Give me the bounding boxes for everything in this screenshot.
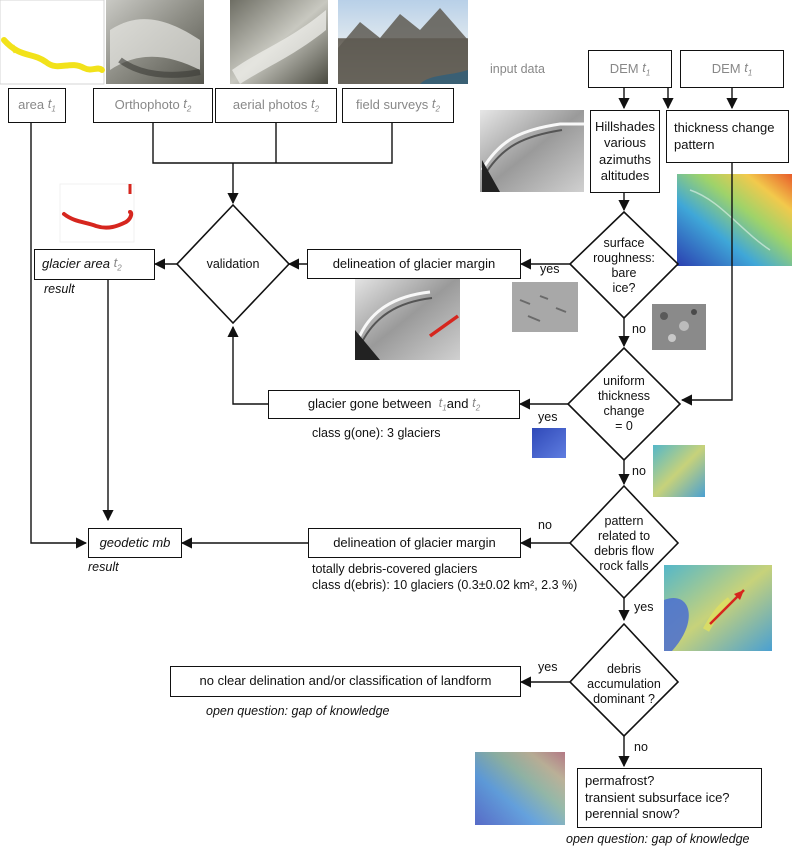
debris-accumulation-label: debris accumulation dominant ? bbox=[587, 662, 661, 706]
rough-surface-texture-thumbnail bbox=[652, 304, 706, 350]
area-box: area t1 bbox=[8, 88, 66, 123]
uniform-thickness-yes-label: yes bbox=[538, 410, 558, 424]
no-clear-delination-box: no clear delination and/or classificatio… bbox=[170, 666, 521, 697]
delineation-margin-box-2: delineation of glacier margin bbox=[308, 528, 521, 558]
thickness-change-map bbox=[677, 174, 792, 266]
validation-diamond bbox=[175, 203, 291, 325]
surface-roughness-no-label: no bbox=[632, 322, 646, 336]
hillshade-red-margin-thumbnail bbox=[355, 276, 460, 360]
debris-pattern-no-label: no bbox=[538, 518, 552, 532]
debris-covered-label: totally debris-covered glaciers class d(… bbox=[312, 562, 578, 592]
glacier-outline-red-thumbnail bbox=[59, 183, 135, 243]
surface-roughness-label: surface roughness: bare ice? bbox=[593, 236, 655, 295]
permafrost-box: permafrost? transient subsurface ice? pe… bbox=[577, 768, 762, 828]
input-data-label: input data bbox=[490, 62, 545, 76]
debris-pattern-diamond bbox=[568, 484, 680, 600]
geodetic-mb-box: geodetic mb bbox=[88, 528, 182, 558]
open-question-label-1: open question: gap of knowledge bbox=[206, 704, 390, 718]
field-surveys-box: field surveys t2 bbox=[342, 88, 454, 123]
debris-flow-map bbox=[664, 565, 772, 651]
aerial-photos-box: aerial photos t2 bbox=[215, 88, 337, 123]
aerial-photo-thumbnail bbox=[230, 0, 328, 84]
uniform-thickness-label: uniform thickness change = 0 bbox=[597, 374, 651, 433]
delineation-margin-box-1: delineation of glacier margin bbox=[307, 249, 521, 279]
field-survey-photo-thumbnail bbox=[338, 0, 468, 84]
gone-glacier-map-thumbnail bbox=[532, 428, 566, 458]
debris-accumulation-diamond bbox=[568, 622, 680, 738]
hillshade-thumbnail bbox=[480, 110, 584, 192]
orthophoto-thumbnail bbox=[106, 0, 204, 84]
uniform-thickness-diamond bbox=[566, 346, 682, 462]
dem-t1-box: DEM t1 bbox=[588, 50, 672, 88]
debris-pattern-label: pattern related to debris flow rock fall… bbox=[594, 514, 654, 573]
subsurface-ice-map bbox=[475, 752, 565, 825]
open-question-label-2: open question: gap of knowledge bbox=[566, 832, 750, 846]
orthophoto-box: Orthophoto t2 bbox=[93, 88, 213, 123]
debris-accumulation-no-label: no bbox=[634, 740, 648, 754]
thickness-change-box: thickness change pattern bbox=[666, 110, 789, 163]
uniform-change-map-thumbnail bbox=[653, 445, 705, 497]
validation-label: validation bbox=[206, 257, 260, 271]
bare-ice-texture-thumbnail bbox=[512, 282, 578, 332]
geodetic-mb-result-label: result bbox=[88, 560, 119, 574]
debris-accumulation-yes-label: yes bbox=[538, 660, 558, 674]
dem-t1-second-box: DEM t1 bbox=[680, 50, 784, 88]
hillshades-box: Hillshades various azimuths altitudes bbox=[590, 110, 660, 193]
area-outline-thumbnail bbox=[0, 0, 105, 85]
surface-roughness-yes-label: yes bbox=[540, 262, 560, 276]
glacier-area-result-label: result bbox=[44, 282, 75, 296]
surface-roughness-diamond bbox=[568, 210, 680, 320]
glacier-area-box: glacier area t2 bbox=[34, 249, 155, 280]
debris-pattern-yes-label: yes bbox=[634, 600, 654, 614]
uniform-thickness-no-label: no bbox=[632, 464, 646, 478]
class-gone-label: class g(one): 3 glaciers bbox=[312, 426, 441, 440]
